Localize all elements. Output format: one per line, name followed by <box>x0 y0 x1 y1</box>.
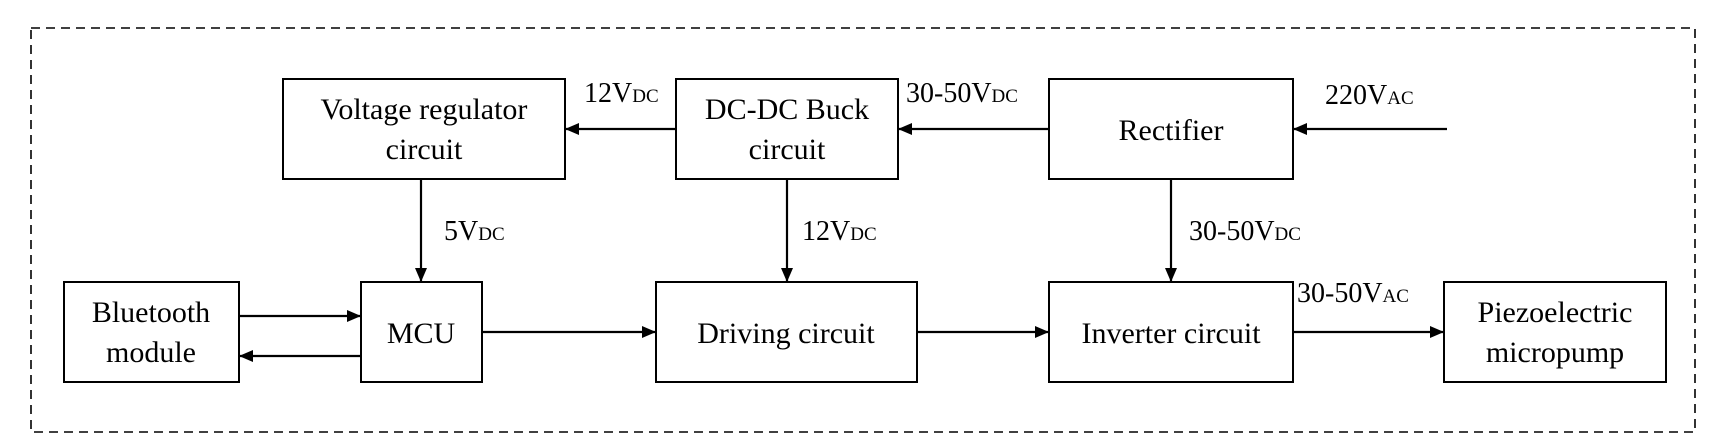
voltage-regulator-label-line2: circuit <box>386 133 463 166</box>
voltage-regulator-label-line1: Voltage regulator <box>321 93 528 126</box>
driving-circuit-label: Driving circuit <box>697 317 875 350</box>
input-ac-label: 220VAC <box>1325 80 1414 111</box>
rectifier-block: Rectifier <box>1048 78 1294 180</box>
mcu-label: MCU <box>387 317 456 350</box>
buck-to-regulator-voltage-label: 12VDC <box>584 78 659 109</box>
voltage-regulator-block: Voltage regulator circuit <box>282 78 566 180</box>
dcdc-buck-label-line1: DC-DC Buck <box>705 93 869 126</box>
micropump-label-line2: micropump <box>1486 336 1624 369</box>
mcu-block: MCU <box>360 281 483 383</box>
system-boundary-frame <box>30 27 1696 433</box>
rectifier-to-inverter-voltage-label: 30-50VDC <box>1189 216 1301 247</box>
driving-circuit-block: Driving circuit <box>655 281 918 383</box>
rectifier-label: Rectifier <box>1119 114 1224 147</box>
bluetooth-label-line2: module <box>106 336 196 369</box>
inverter-circuit-block: Inverter circuit <box>1048 281 1294 383</box>
dcdc-buck-block: DC-DC Buck circuit <box>675 78 899 180</box>
inverter-to-pump-voltage-label: 30-50VAC <box>1297 278 1409 309</box>
micropump-label-line1: Piezoelectric <box>1478 296 1633 329</box>
inverter-circuit-label: Inverter circuit <box>1081 317 1261 350</box>
bluetooth-block: Bluetooth module <box>63 281 240 383</box>
dcdc-buck-label-line2: circuit <box>749 133 826 166</box>
piezoelectric-micropump-block: Piezoelectric micropump <box>1443 281 1667 383</box>
buck-to-driving-voltage-label: 12VDC <box>802 216 877 247</box>
bluetooth-label-line1: Bluetooth <box>92 296 210 329</box>
regulator-to-mcu-voltage-label: 5VDC <box>444 216 505 247</box>
rectifier-to-buck-voltage-label: 30-50VDC <box>906 78 1018 109</box>
